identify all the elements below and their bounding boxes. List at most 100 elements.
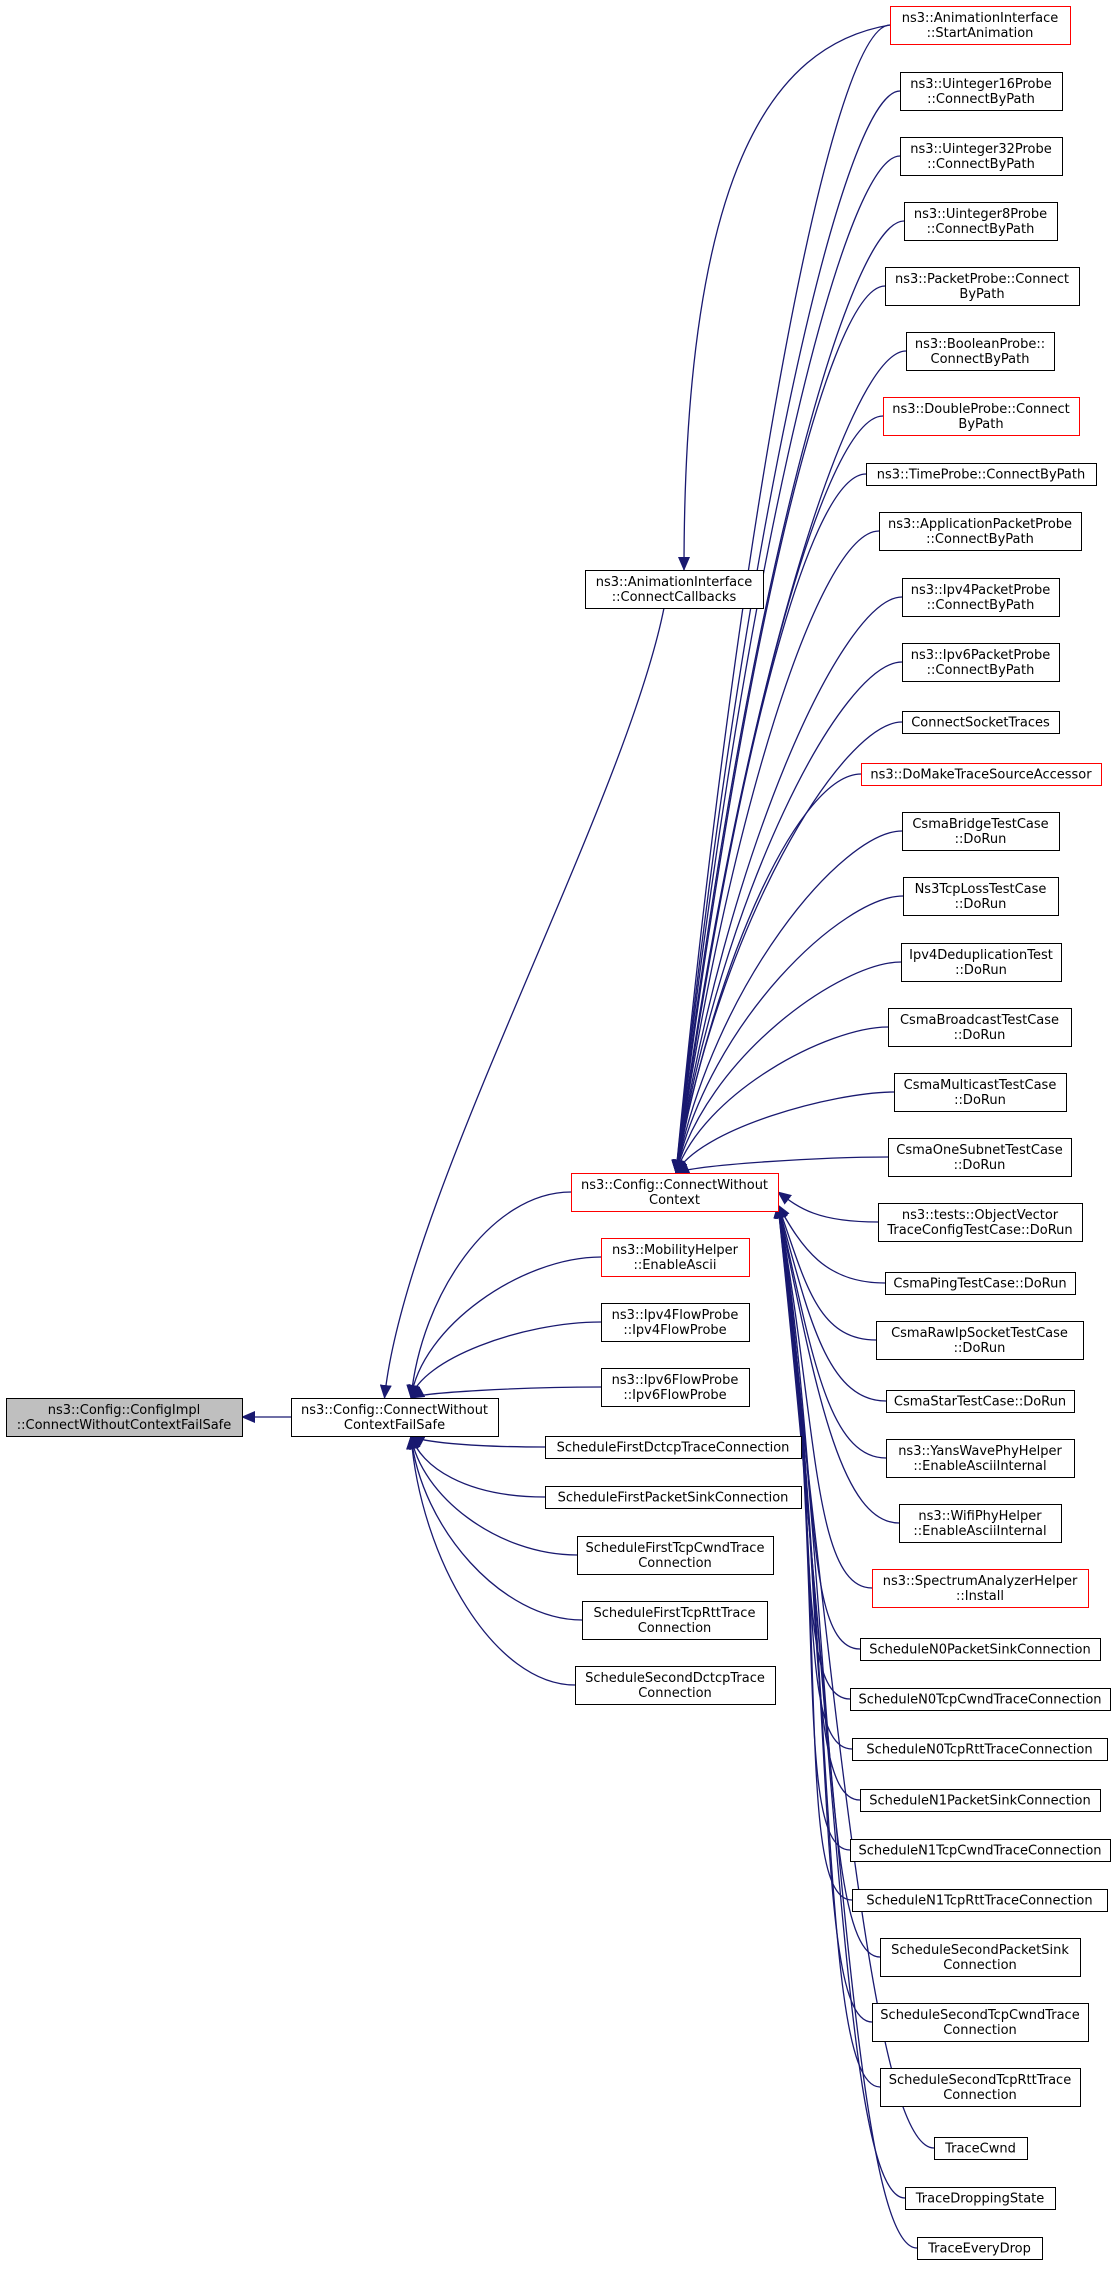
node-cst[interactable]: ConnectSocketTraces: [902, 711, 1060, 734]
node-box[interactable]: [902, 711, 1060, 734]
node-csmabc[interactable]: CsmaBroadcastTestCase::DoRun: [888, 1008, 1072, 1047]
node-anim_cc[interactable]: ns3::AnimationInterface::ConnectCallback…: [585, 570, 764, 609]
node-n1cw[interactable]: ScheduleN1TcpCwndTraceConnection: [850, 1839, 1111, 1862]
node-box[interactable]: [872, 1569, 1089, 1608]
node-box[interactable]: [545, 1486, 802, 1509]
node-ip4dd[interactable]: Ipv4DeduplicationTest::DoRun: [901, 943, 1062, 982]
node-objvec[interactable]: ns3::tests::ObjectVectorTraceConfigTestC…: [878, 1203, 1083, 1242]
node-box[interactable]: [879, 512, 1082, 551]
node-box[interactable]: [903, 877, 1059, 916]
node-box[interactable]: [582, 1601, 768, 1640]
node-box[interactable]: [575, 1666, 776, 1705]
node-box[interactable]: [886, 1439, 1075, 1478]
node-box[interactable]: [888, 1138, 1072, 1177]
node-mob[interactable]: ns3::MobilityHelper::EnableAscii: [601, 1238, 750, 1277]
node-bool[interactable]: ns3::BooleanProbe::ConnectByPath: [906, 332, 1055, 371]
node-box[interactable]: [900, 72, 1063, 111]
node-box[interactable]: [850, 1839, 1111, 1862]
node-n0ps[interactable]: ScheduleN0PacketSinkConnection: [860, 1638, 1101, 1661]
node-box[interactable]: [934, 2137, 1028, 2160]
node-sfps[interactable]: ScheduleFirstPacketSinkConnection: [545, 1486, 802, 1509]
node-box[interactable]: [601, 1368, 750, 1407]
node-wifi[interactable]: ns3::WifiPhyHelper::EnableAsciiInternal: [899, 1504, 1062, 1543]
node-n0cw[interactable]: ScheduleN0TcpCwndTraceConnection: [850, 1688, 1111, 1711]
node-box[interactable]: [885, 267, 1080, 306]
node-csmaos[interactable]: CsmaOneSubnetTestCase::DoRun: [888, 1138, 1072, 1177]
node-box[interactable]: [894, 1073, 1067, 1112]
node-box[interactable]: [888, 1008, 1072, 1047]
node-box[interactable]: [601, 1238, 750, 1277]
node-tcwnd[interactable]: TraceCwnd: [934, 2137, 1028, 2160]
node-box[interactable]: [906, 332, 1055, 371]
node-tdrop[interactable]: TraceDroppingState: [905, 2187, 1056, 2210]
node-box[interactable]: [902, 578, 1060, 617]
node-n1ps[interactable]: ScheduleN1PacketSinkConnection: [860, 1789, 1101, 1812]
node-anim_sa[interactable]: ns3::AnimationInterface::StartAnimation: [890, 6, 1071, 45]
node-box[interactable]: [850, 1688, 1111, 1711]
node-yans[interactable]: ns3::YansWavePhyHelper::EnableAsciiInter…: [886, 1439, 1075, 1478]
node-box[interactable]: [860, 1638, 1101, 1661]
node-pkt[interactable]: ns3::PacketProbe::ConnectByPath: [885, 267, 1080, 306]
node-u8[interactable]: ns3::Uinteger8Probe::ConnectByPath: [904, 202, 1058, 241]
node-box[interactable]: [852, 1738, 1108, 1761]
node-box[interactable]: [852, 1889, 1108, 1912]
node-ip6fp[interactable]: ns3::Ipv6FlowProbe::Ipv6FlowProbe: [601, 1368, 750, 1407]
node-ip6pp[interactable]: ns3::Ipv6PacketProbe::ConnectByPath: [902, 643, 1060, 682]
node-box[interactable]: [571, 1173, 779, 1212]
node-n0rtt[interactable]: ScheduleN0TcpRttTraceConnection: [852, 1738, 1108, 1761]
node-box[interactable]: [885, 1272, 1076, 1295]
node-tevery[interactable]: TraceEveryDrop: [917, 2237, 1043, 2260]
node-box[interactable]: [902, 812, 1060, 851]
node-dbl[interactable]: ns3::DoubleProbe::ConnectByPath: [883, 397, 1080, 436]
node-box[interactable]: [585, 570, 764, 609]
node-cwcfs[interactable]: ns3::Config::ConnectWithoutContextFailSa…: [291, 1398, 499, 1437]
node-ns3tcp[interactable]: Ns3TcpLossTestCase::DoRun: [903, 877, 1059, 916]
node-dmtsa[interactable]: ns3::DoMakeTraceSourceAccessor: [861, 763, 1102, 786]
node-sfdctcp[interactable]: ScheduleFirstDctcpTraceConnection: [545, 1436, 802, 1459]
node-csmaraw[interactable]: CsmaRawIpSocketTestCase::DoRun: [876, 1321, 1084, 1360]
node-box[interactable]: [866, 463, 1097, 486]
node-u32[interactable]: ns3::Uinteger32Probe::ConnectByPath: [900, 137, 1063, 176]
node-box[interactable]: [886, 1390, 1075, 1413]
node-cwc[interactable]: ns3::Config::ConnectWithoutContext: [571, 1173, 779, 1212]
node-box[interactable]: [917, 2237, 1043, 2260]
node-csmamc[interactable]: CsmaMulticastTestCase::DoRun: [894, 1073, 1067, 1112]
node-box[interactable]: [545, 1436, 802, 1459]
node-ip4pp[interactable]: ns3::Ipv4PacketProbe::ConnectByPath: [902, 578, 1060, 617]
node-root[interactable]: ns3::Config::ConfigImpl::ConnectWithoutC…: [6, 1398, 243, 1437]
node-box[interactable]: [880, 1938, 1081, 1977]
node-spec[interactable]: ns3::SpectrumAnalyzerHelper::Install: [872, 1569, 1089, 1608]
node-box[interactable]: [291, 1398, 499, 1437]
node-box[interactable]: [890, 6, 1071, 45]
node-box[interactable]: [6, 1398, 243, 1437]
node-box[interactable]: [899, 1504, 1062, 1543]
node-box[interactable]: [601, 1303, 750, 1342]
node-box[interactable]: [883, 397, 1080, 436]
node-box[interactable]: [901, 943, 1062, 982]
node-box[interactable]: [900, 137, 1063, 176]
node-csmastar[interactable]: CsmaStarTestCase::DoRun: [886, 1390, 1075, 1413]
node-box[interactable]: [876, 1321, 1084, 1360]
node-box[interactable]: [577, 1536, 774, 1575]
node-u16[interactable]: ns3::Uinteger16Probe::ConnectByPath: [900, 72, 1063, 111]
node-csmabr[interactable]: CsmaBridgeTestCase::DoRun: [902, 812, 1060, 851]
node-time[interactable]: ns3::TimeProbe::ConnectByPath: [866, 463, 1097, 486]
node-box[interactable]: [872, 2003, 1089, 2042]
node-n1rtt[interactable]: ScheduleN1TcpRttTraceConnection: [852, 1889, 1108, 1912]
node-ip4fp[interactable]: ns3::Ipv4FlowProbe::Ipv4FlowProbe: [601, 1303, 750, 1342]
node-box[interactable]: [860, 1789, 1101, 1812]
node-box[interactable]: [861, 763, 1102, 786]
node-box[interactable]: [902, 643, 1060, 682]
node-box[interactable]: [905, 2187, 1056, 2210]
node-app[interactable]: ns3::ApplicationPacketProbe::ConnectByPa…: [879, 512, 1082, 551]
node-box[interactable]: [878, 1203, 1083, 1242]
node-box[interactable]: [880, 2068, 1081, 2107]
node-box[interactable]: [904, 202, 1058, 241]
node-csmaping[interactable]: CsmaPingTestCase::DoRun: [885, 1272, 1076, 1295]
